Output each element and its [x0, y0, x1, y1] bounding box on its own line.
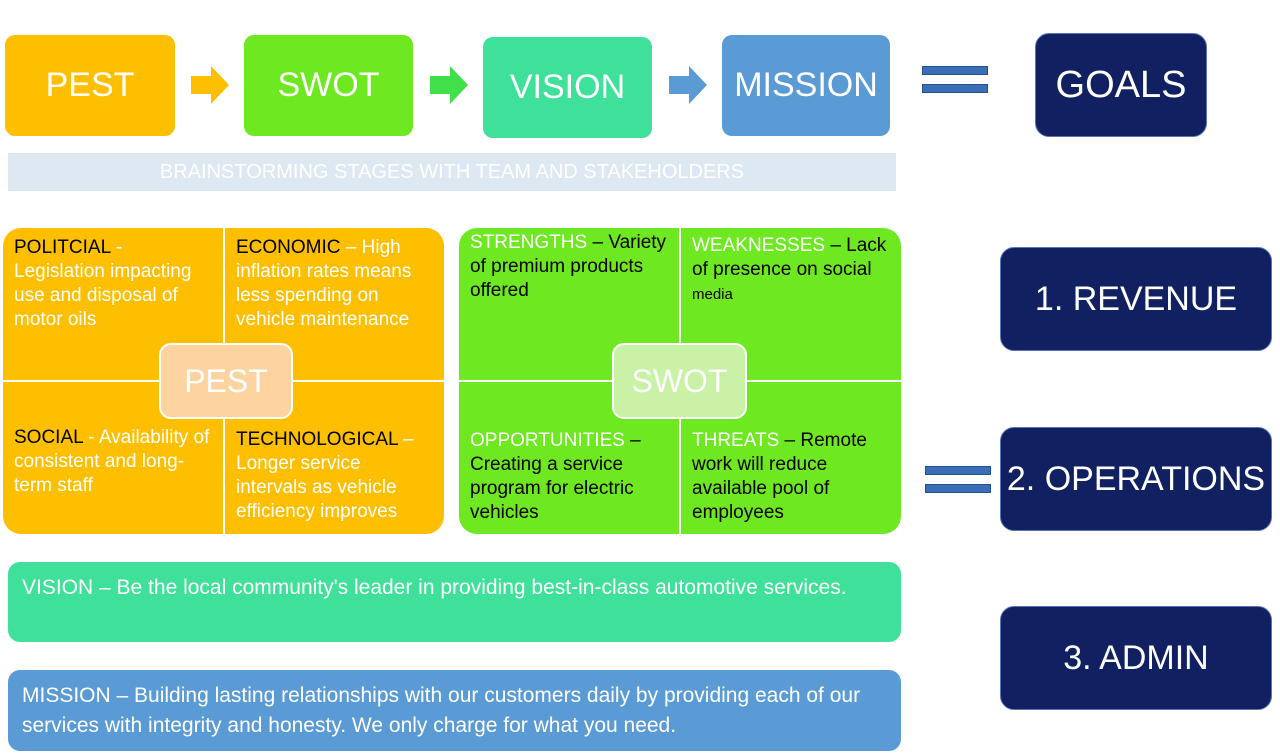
mission-statement: MISSION – Building lasting relationships…: [8, 670, 901, 751]
swot-threats-cell: THREATS – Remote work will reduce availa…: [692, 429, 892, 525]
swot-badge-label: SWOT: [631, 362, 728, 399]
pest-political-cell: POLITCIAL - Legislation impacting use an…: [14, 236, 214, 332]
pest-stage-label: PEST: [45, 66, 135, 104]
weaknesses-heading: WEAKNESSES: [692, 235, 826, 256]
banner-text: BRAINSTORMING STAGES WITH TEAM AND STAKE…: [159, 160, 745, 183]
goal-revenue-box: 1. REVENUE: [1000, 247, 1272, 351]
vision-stage-label: VISION: [509, 68, 626, 106]
strengths-text: Variety of premium products offered: [470, 232, 667, 301]
goal-operations-box: 2. OPERATIONS: [1000, 427, 1272, 531]
swot-weaknesses-cell: WEAKNESSES – Lack of presence on social m…: [692, 234, 897, 307]
political-separator: -: [110, 237, 123, 258]
brainstorming-banner: BRAINSTORMING STAGES WITH TEAM AND STAKE…: [8, 153, 896, 191]
economic-heading: ECONOMIC: [236, 237, 341, 258]
pest-social-cell: SOCIAL - Availability of consistent and …: [14, 426, 214, 498]
weaknesses-text: Lack of presence on social: [692, 235, 887, 280]
equals-icon: [922, 66, 988, 94]
goal-operations-label: 2. OPERATIONS: [1006, 459, 1266, 498]
pest-grid: POLITCIAL - Legislation impacting use an…: [3, 228, 444, 534]
goal-revenue-label: 1. REVENUE: [1034, 279, 1238, 318]
opportunities-separator: –: [624, 430, 641, 451]
technological-separator: –: [397, 429, 414, 450]
social-separator: -: [83, 427, 99, 448]
economic-text: High inflation rates means less spending…: [236, 237, 412, 330]
pest-economic-cell: ECONOMIC – High inflation rates means le…: [236, 236, 436, 332]
strengths-heading: STRENGTHS: [470, 232, 588, 253]
equals-icon: [925, 466, 991, 494]
weaknesses-text-small: media: [692, 286, 733, 303]
mission-stage-label: MISSION: [734, 66, 878, 104]
goal-admin-box: 3. ADMIN: [1000, 606, 1272, 710]
swot-center-badge: SWOT: [612, 343, 747, 419]
vision-stage-box: VISION: [483, 37, 652, 138]
pest-badge-label: PEST: [184, 362, 268, 399]
opportunities-text: Creating a service program for electric …: [470, 454, 634, 523]
threats-separator: –: [779, 430, 801, 451]
swot-opportunities-cell: OPPORTUNITIES – Creating a service progr…: [470, 429, 670, 525]
pest-center-badge: PEST: [159, 343, 293, 419]
technological-text: Longer service intervals as vehicle effi…: [236, 453, 398, 522]
political-text: Legislation impacting use and disposal o…: [14, 261, 192, 330]
pest-technological-cell: TECHNOLOGICAL – Longer service intervals…: [236, 428, 436, 524]
vision-statement-text: VISION – Be the local community's leader…: [22, 576, 847, 599]
mission-stage-box: MISSION: [722, 35, 890, 136]
goals-label: GOALS: [1055, 63, 1187, 106]
opportunities-heading: OPPORTUNITIES: [470, 430, 625, 451]
social-heading: SOCIAL: [14, 427, 83, 448]
arrow-right-icon: [191, 66, 229, 104]
swot-strengths-cell: STRENGTHS – Variety of premium products …: [470, 231, 670, 303]
threats-heading: THREATS: [692, 430, 780, 451]
vision-statement: VISION – Be the local community's leader…: [8, 562, 901, 642]
arrow-right-icon: [669, 66, 707, 104]
political-heading: POLITCIAL: [14, 237, 111, 258]
economic-separator: –: [340, 237, 362, 258]
goal-admin-label: 3. ADMIN: [1063, 638, 1209, 677]
weaknesses-separator: –: [825, 235, 847, 256]
strengths-separator: –: [587, 232, 609, 253]
swot-stage-box: SWOT: [244, 35, 413, 136]
threats-text: Remote work will reduce available pool o…: [692, 430, 867, 523]
pest-stage-box: PEST: [5, 35, 175, 136]
goals-box: GOALS: [1035, 33, 1207, 137]
arrow-right-icon: [430, 66, 468, 104]
social-text: Availability of consistent and long-term…: [14, 427, 210, 496]
technological-heading: TECHNOLOGICAL: [236, 429, 398, 450]
swot-grid: STRENGTHS – Variety of premium products …: [459, 228, 901, 534]
swot-stage-label: SWOT: [277, 66, 380, 104]
mission-statement-text: MISSION – Building lasting relationships…: [22, 684, 861, 737]
